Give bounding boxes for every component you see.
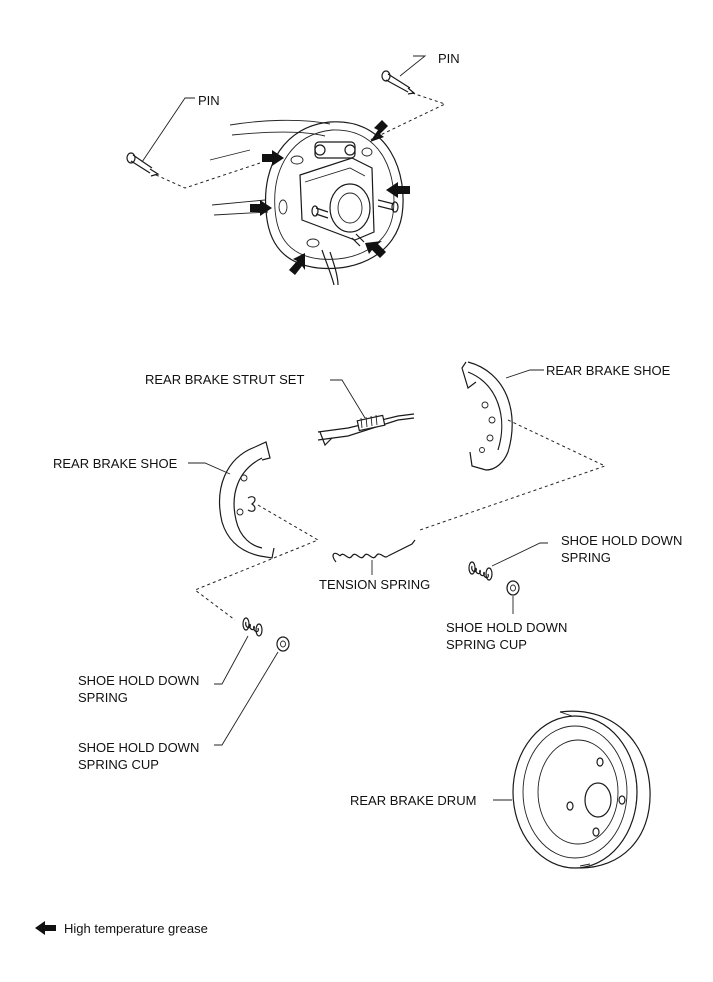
tension-spring-label: TENSION SPRING <box>319 577 431 592</box>
grease-arrow-icon <box>250 200 272 216</box>
label-line: SPRING <box>78 690 128 705</box>
hold-down-spring-right <box>468 542 548 581</box>
strut-set-label: REAR BRAKE STRUT SET <box>145 372 305 387</box>
label-line: SHOE HOLD DOWN <box>561 533 683 548</box>
hold-down-spring-right-label: SHOE HOLD DOWN SPRING <box>561 532 682 566</box>
grease-arrows <box>250 120 410 275</box>
brake-shoe-right <box>419 361 607 531</box>
brake-drum-label: REAR BRAKE DRUM <box>350 793 477 808</box>
legend-text: High temperature grease <box>64 921 208 936</box>
pin-left <box>126 97 261 189</box>
pin-left-label: PIN <box>198 93 220 108</box>
grease-arrow-icon <box>35 921 56 935</box>
grease-arrow-icon <box>262 150 284 166</box>
hold-down-cup-right-label: SHOE HOLD DOWN SPRING CUP <box>446 619 567 653</box>
label-line: SHOE HOLD DOWN <box>446 620 568 635</box>
label-line: SPRING <box>561 550 611 565</box>
pin-right <box>369 55 447 141</box>
brake-shoe-right-label: REAR BRAKE SHOE <box>546 363 671 378</box>
hold-down-cup-left <box>214 636 290 746</box>
hold-down-cup-left-label: SHOE HOLD DOWN SPRING CUP <box>78 739 199 773</box>
label-line: SPRING CUP <box>446 637 527 652</box>
grease-arrow-icon <box>289 253 305 275</box>
grease-arrow-icon <box>386 182 410 198</box>
label-line: SPRING CUP <box>78 757 159 772</box>
grease-arrow-icon <box>365 241 386 258</box>
strut-set <box>317 379 415 447</box>
label-line: SHOE HOLD DOWN <box>78 673 200 688</box>
pin-right-label: PIN <box>438 51 460 66</box>
brake-drum <box>493 710 651 869</box>
grease-arrow-icon <box>370 120 388 142</box>
tension-spring <box>332 539 416 575</box>
brake-shoe-left <box>188 441 320 621</box>
label-line: SHOE HOLD DOWN <box>78 740 200 755</box>
brake-shoe-left-label: REAR BRAKE SHOE <box>53 456 178 471</box>
backing-plate-assembly <box>209 119 404 286</box>
hold-down-spring-left <box>214 617 263 685</box>
hold-down-cup-right <box>506 580 520 614</box>
hold-down-spring-left-label: SHOE HOLD DOWN SPRING <box>78 672 199 706</box>
